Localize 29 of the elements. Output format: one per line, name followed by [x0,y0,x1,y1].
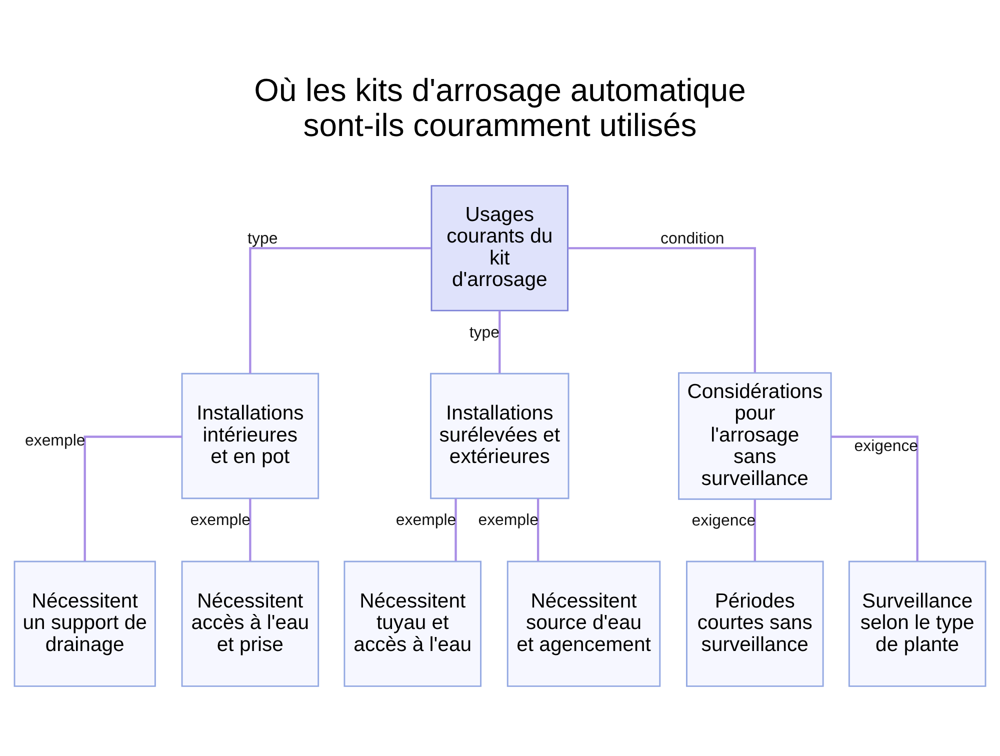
node-box: Nécessitent tuyau et accès à l'eau [344,560,482,687]
edge-label: exigence [854,438,918,456]
connector [454,498,457,561]
node-box: Nécessitent accès à l'eau et prise [181,560,320,687]
node-box: Installations intérieures et en pot [181,372,320,500]
edge-label: exemple [478,512,538,530]
node-box: Considérations pour l'arrosage sans surveillance [678,372,832,500]
connector [498,310,501,374]
node-box: Surveillance selon le type de plante [848,560,986,687]
node-box: Usages courants du kit d'arrosage [430,185,569,312]
connector [831,436,918,562]
edge-label: type [469,324,500,342]
node-box: Nécessitent un support de drainage [14,560,156,687]
edge-label: exemple [396,512,456,530]
connector [249,498,252,561]
edge-label: exemple [190,512,251,530]
connector [84,436,182,562]
connector [568,247,756,372]
node-box: Nécessitent source d'eau et agencement [506,560,661,687]
connector [754,500,756,561]
edge-label: exemple [24,432,86,450]
edge-label: exigence [692,512,756,530]
edge-label: type [248,230,278,248]
diagram-title: Où les kits d'arrosage automatique sont-ils couramment utilisés [254,72,746,143]
edge-label: condition [660,230,724,248]
connector [536,498,540,561]
node-box: Installations surélevées et extérieures [430,372,570,500]
connector [249,247,431,374]
node-box: Périodes courtes sans surveillance [686,560,824,687]
